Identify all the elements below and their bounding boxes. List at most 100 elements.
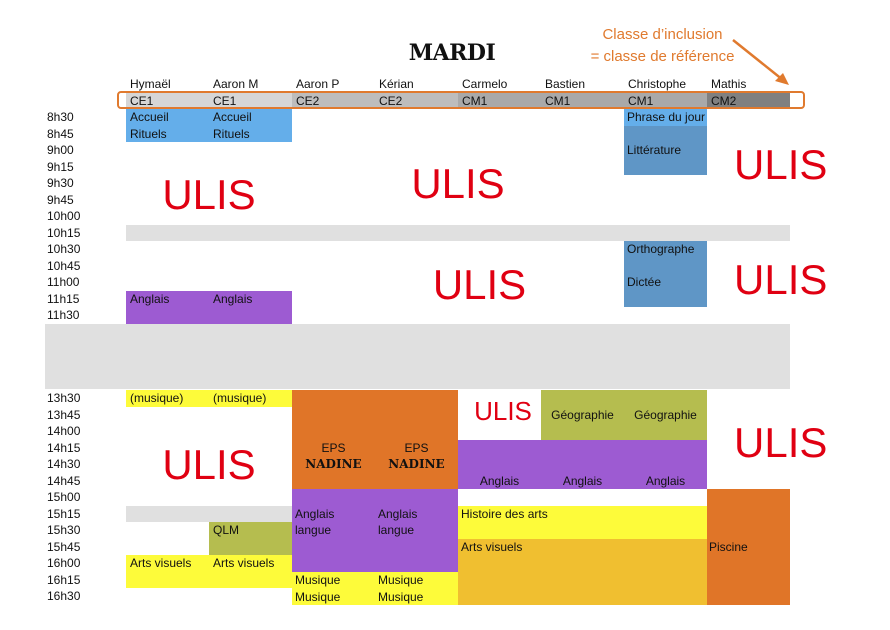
activity-label: langue xyxy=(295,523,332,537)
qlm-block: QLM xyxy=(209,522,292,555)
activity-label: Rituels xyxy=(213,126,250,141)
arts-visuels-block: Arts visuels Arts visuels xyxy=(126,555,292,588)
time-label: 9h45 xyxy=(47,192,74,207)
activity-label: Orthographe xyxy=(627,242,695,256)
lunch-band xyxy=(45,324,790,389)
student-name: Bastien xyxy=(545,77,586,91)
activity-label: Arts visuels xyxy=(213,556,275,570)
activity-label: QLM xyxy=(213,523,240,537)
ulis-label: ULIS xyxy=(162,441,256,488)
activity-label: Musique xyxy=(295,573,341,587)
activity-label: (musique) xyxy=(213,391,267,405)
ulis-label: ULIS xyxy=(474,396,532,426)
activity-label: EPS xyxy=(404,440,429,455)
student-name: Kérian xyxy=(379,77,414,91)
teacher-label: NADINE xyxy=(388,457,445,471)
activity-label: Accueil xyxy=(130,110,169,124)
activity-label: Littérature xyxy=(627,143,682,157)
activity-label: Rituels xyxy=(130,126,167,141)
geographie-block: Géographie Géographie xyxy=(541,390,707,440)
time-label: 9h15 xyxy=(47,159,74,174)
recess-band xyxy=(126,505,292,522)
time-label: 15h30 xyxy=(47,523,81,537)
student-name: Aaron M xyxy=(213,77,259,91)
ulis-label: ULIS xyxy=(734,256,828,303)
activity-label: Histoire des arts xyxy=(461,506,548,521)
class-cell: CE1 xyxy=(126,93,209,109)
annotation-line2: = classe de référence xyxy=(590,48,735,65)
activity-label: (musique) xyxy=(130,391,184,405)
time-label: 10h00 xyxy=(47,209,81,223)
arts-visuels-block: Arts visuels xyxy=(458,538,707,605)
accueil-block: Accueil Rituels Accueil Rituels xyxy=(126,109,292,142)
class-cell: CM1 xyxy=(624,93,707,109)
activity-label: Anglais xyxy=(562,473,603,488)
class-cell: CE1 xyxy=(209,93,292,109)
activity-label: Géographie xyxy=(551,407,614,422)
class-cell: CM1 xyxy=(458,93,541,109)
time-label: 10h45 xyxy=(47,258,81,273)
time-label: 8h30 xyxy=(47,110,74,124)
ulis-label: ULIS xyxy=(734,419,828,466)
ulis-label: ULIS xyxy=(162,171,256,218)
time-label: 16h00 xyxy=(47,556,81,570)
time-label: 16h30 xyxy=(47,589,81,603)
activity-label: langue xyxy=(378,523,415,537)
anglais-block: Anglais Anglais Anglais xyxy=(458,439,707,489)
activity-label: Phrase du jour xyxy=(627,110,706,124)
recess-band xyxy=(126,224,790,241)
anglais-langue-block: Anglais langue Anglais langue xyxy=(292,489,458,572)
activity-label: Piscine xyxy=(709,539,748,554)
class-cell: CM2 xyxy=(707,93,790,109)
ulis-label: ULIS xyxy=(411,160,505,207)
activity-label: Anglais xyxy=(213,291,253,306)
activity-label: Anglais xyxy=(130,291,170,306)
student-name: Hymaël xyxy=(130,77,171,91)
activity-label: Anglais xyxy=(378,506,418,521)
time-label: 11h15 xyxy=(47,291,80,306)
page-title: MARDI xyxy=(408,40,496,66)
activity-label: Musique xyxy=(378,589,424,604)
student-name: Mathis xyxy=(711,77,747,91)
eps-block: EPS NADINE EPS NADINE xyxy=(292,390,458,489)
time-label: 10h30 xyxy=(47,242,81,256)
histoire-des-arts-block: Histoire des arts xyxy=(458,505,707,539)
activity-label: Arts visuels xyxy=(461,539,523,554)
activity-label: Anglais xyxy=(479,473,520,488)
time-label: 14h15 xyxy=(47,440,81,455)
ulis-label: ULIS xyxy=(734,141,828,188)
piscine-block: Piscine xyxy=(707,489,790,605)
activity-label: Musique xyxy=(378,573,424,587)
student-name: Christophe xyxy=(628,77,687,91)
phrase-du-jour-block: Phrase du jour xyxy=(624,109,707,126)
annotation-line1: Classe d’inclusion xyxy=(602,26,723,43)
activity-label: EPS xyxy=(321,440,346,455)
anglais-block: Anglais Anglais xyxy=(126,290,292,324)
time-label: 8h45 xyxy=(47,126,74,141)
time-label: 15h00 xyxy=(47,490,81,504)
activity-label: Arts visuels xyxy=(130,556,192,570)
activity-label: Accueil xyxy=(213,110,252,124)
reference-class-highlight xyxy=(117,91,805,109)
activity-label: Anglais xyxy=(645,473,686,488)
time-label: 13h45 xyxy=(47,407,81,422)
arrow-down-right-icon xyxy=(732,39,789,85)
litterature-block: Littérature xyxy=(624,125,707,175)
ulis-label: ULIS xyxy=(432,261,527,308)
class-cell: CE2 xyxy=(292,93,375,109)
time-label: 10h15 xyxy=(47,225,81,240)
time-label: 9h30 xyxy=(47,176,74,190)
time-label: 11h00 xyxy=(47,275,80,289)
activity-label: Musique xyxy=(295,589,341,604)
time-label: 14h30 xyxy=(47,457,81,471)
activity-label: Anglais xyxy=(295,506,335,521)
time-label: 14h00 xyxy=(47,424,81,438)
time-label: 15h45 xyxy=(47,539,81,554)
time-label: 9h00 xyxy=(47,143,74,157)
musique-block: (musique) (musique) xyxy=(126,390,292,407)
time-label: 16h15 xyxy=(47,572,81,587)
orthographe-block: Orthographe Dictée xyxy=(624,241,707,307)
class-cell: CM1 xyxy=(541,93,624,109)
activity-label: Dictée xyxy=(627,275,662,289)
